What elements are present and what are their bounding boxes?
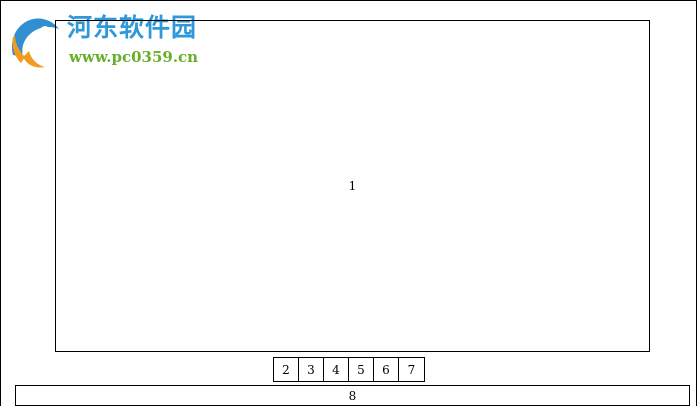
- watermark-logo: 河东软件园 www.pc0359.cn: [5, 11, 225, 73]
- main-panel: 1: [55, 20, 650, 352]
- cell-row: 2 3 4 5 6 7: [273, 357, 425, 382]
- cell-5: 5: [349, 358, 374, 381]
- cell-4: 4: [324, 358, 349, 381]
- cell-6: 6: [374, 358, 399, 381]
- bottom-bar: 8: [15, 385, 690, 406]
- bottom-bar-label: 8: [348, 388, 357, 403]
- cell-3: 3: [299, 358, 324, 381]
- cell-7: 7: [407, 362, 416, 377]
- logo-url: www.pc0359.cn: [69, 48, 199, 66]
- logo-title: 河东软件园: [67, 13, 198, 42]
- cell-2: 2: [274, 358, 299, 381]
- main-panel-label: 1: [348, 179, 357, 193]
- logo-icon: [11, 18, 60, 68]
